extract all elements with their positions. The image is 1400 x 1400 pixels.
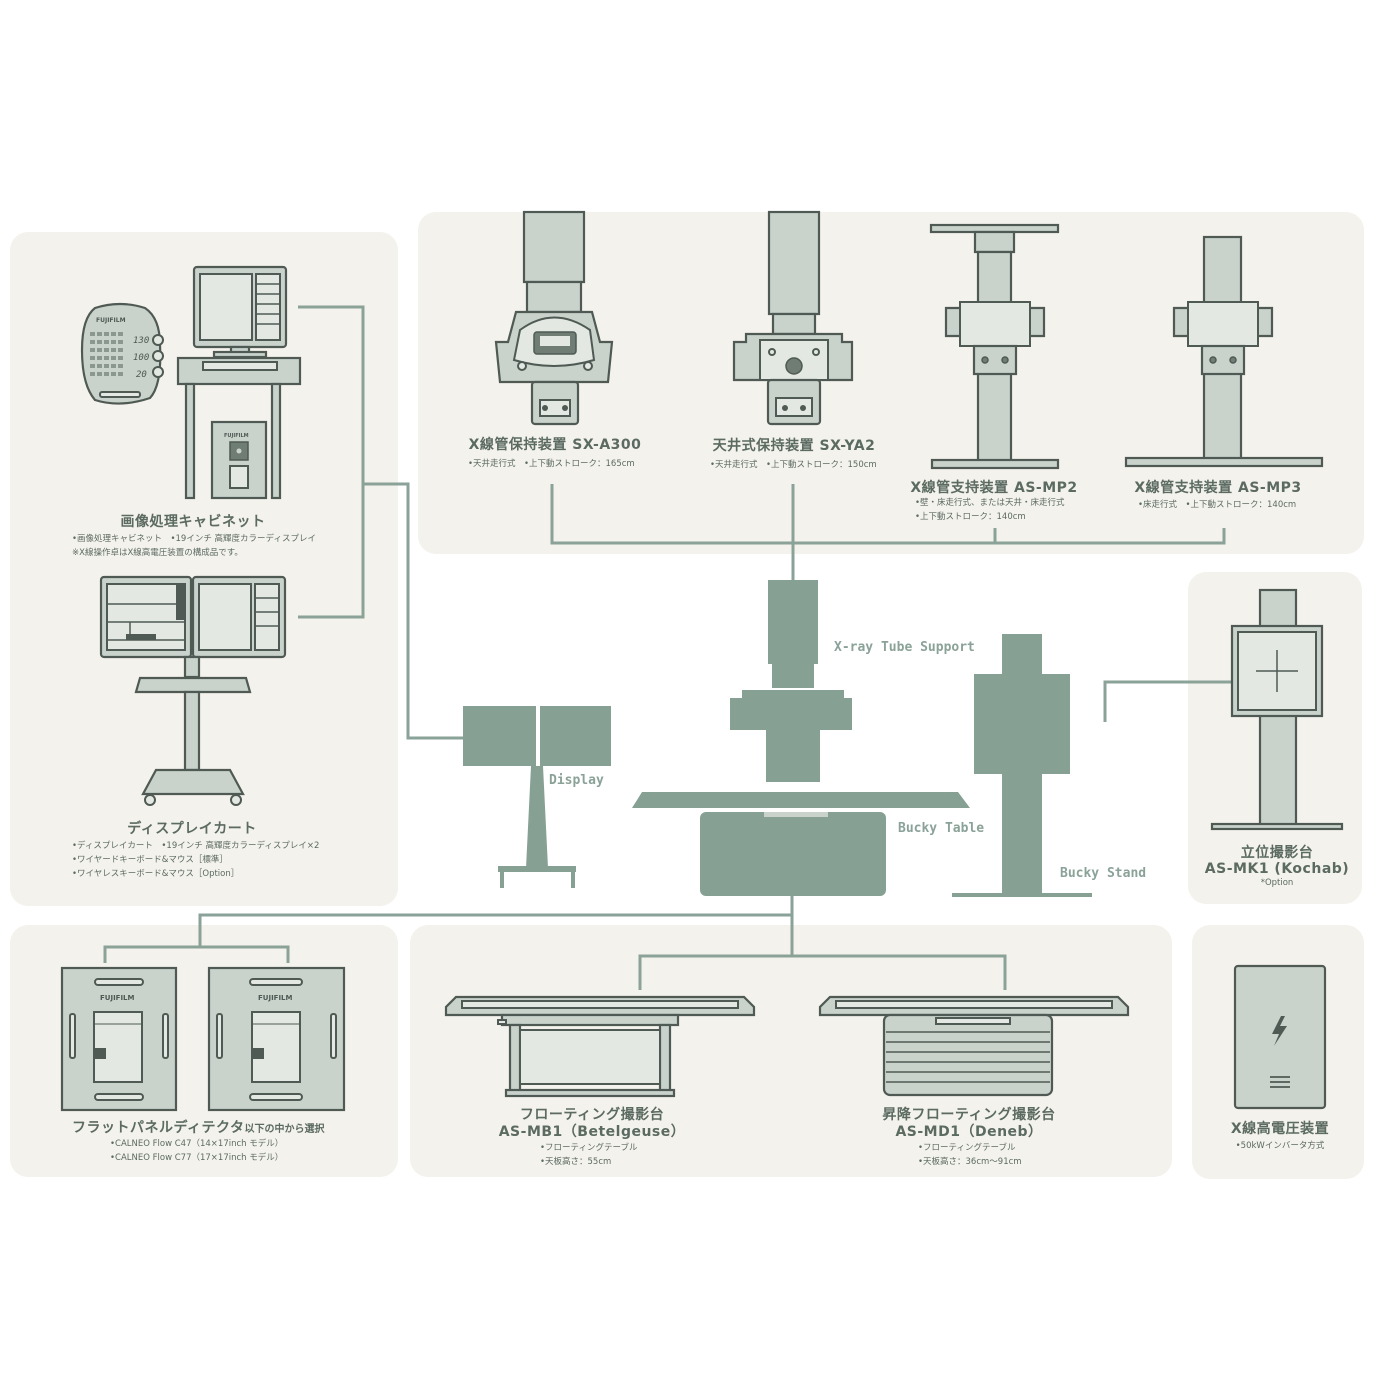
as-mp2-icon: [929, 223, 1060, 470]
console-readout-2: 100: [133, 353, 149, 363]
as-mp3-spec: •床走行式 •上下動ストローク：140cm: [1138, 500, 1297, 510]
display-cart-spec: •ワイヤードキーボード&マウス［標準］: [72, 855, 228, 865]
table-mb1-spec: •天板高さ：55cm: [540, 1157, 612, 1167]
upright-stand-icon: [1210, 588, 1344, 831]
lightning-icon: [1272, 1016, 1287, 1046]
display-cart-title: ディスプレイカート: [127, 821, 257, 837]
table-md1-spec: •フローティングテーブル: [918, 1143, 1016, 1153]
sx-a300-title: X線管保持装置 SX-A300: [468, 437, 642, 453]
cabinet-specs: •画像処理キャビネット •19インチ 高輝度カラーディスプレイ ※X線操作卓はX…: [72, 532, 316, 560]
table-mb1-specs: •フローティングテーブル •天板高さ：55cm: [540, 1141, 638, 1169]
cabinet-spec: •画像処理キャビネット •19インチ 高輝度カラーディスプレイ: [72, 534, 316, 544]
table-mb1-title: フローティング撮影台: [519, 1107, 665, 1123]
table-md1-title: 昇降フローティング撮影台: [882, 1107, 1056, 1123]
display-cart-icon: [99, 575, 287, 806]
display-label: Display: [549, 773, 604, 788]
display-stand-icon: [463, 706, 611, 888]
detector-specs: •CALNEO Flow C47（14×17inch モデル） •CALNEO …: [110, 1137, 283, 1165]
display-cart-specs: •ディスプレイカート •19インチ 高輝度カラーディスプレイ×2 •ワイヤードキ…: [72, 839, 319, 881]
as-mp3-icon: [1124, 235, 1324, 468]
as-mp2-title: X線管支持装置 AS-MP2: [910, 480, 1078, 496]
console-brand: FUJIFILM: [96, 317, 126, 324]
detector-c47-icon: FUJIFILM: [60, 966, 178, 1112]
detector-title-main: フラットパネルディテクタ: [72, 1120, 245, 1136]
detector-spec: •CALNEO Flow C77（17×17inch モデル）: [110, 1153, 284, 1163]
cabinet-spec: ※X線操作卓はX線高電圧装置の構成品です。: [72, 548, 243, 558]
bucky-stand-icon: [952, 634, 1092, 897]
sx-a300-icon: [494, 210, 614, 426]
table-md1-model: AS-MD1（Deneb）: [895, 1124, 1043, 1140]
detector-spec: •CALNEO Flow C47（14×17inch モデル）: [110, 1139, 284, 1149]
connector-lines: [103, 305, 1232, 990]
bucky-table-label: Bucky Table: [898, 821, 985, 836]
operation-console-icon: FUJIFILM 130 100 20: [80, 302, 164, 405]
display-cart-spec: •ワイヤレスキーボード&マウス［Option］: [72, 869, 240, 879]
display-cart-spec: •ディスプレイカート •19インチ 高輝度カラーディスプレイ×2: [72, 841, 320, 851]
as-mp2-spec: •上下動ストローク：140cm: [915, 512, 1026, 522]
console-readout-1: 130: [133, 336, 149, 346]
generator-spec: •50kWインバータ方式: [1235, 1141, 1325, 1151]
as-mp3-title: X線管支持装置 AS-MP3: [1134, 480, 1302, 496]
detector-brand: FUJIFILM: [100, 994, 135, 1002]
detector-title-suffix: 以下の中から選択: [244, 1124, 325, 1135]
table-mb1-model: AS-MB1（Betelgeuse）: [498, 1124, 686, 1140]
upright-stand-title: 立位撮影台: [1240, 845, 1314, 861]
table-mb1-spec: •フローティングテーブル: [540, 1143, 638, 1153]
tube-support-icon: [730, 580, 852, 782]
table-md1-icon: [818, 995, 1130, 1097]
tube-support-label: X-ray Tube Support: [834, 640, 975, 655]
bucky-table-icon: [632, 792, 970, 896]
table-mb1-icon: [444, 995, 756, 1098]
generator-icon: [1233, 964, 1327, 1110]
as-mp2-spec: •壁・床走行式、または天井・床走行式: [915, 498, 1065, 508]
sx-ya2-spec: •天井走行式 •上下動ストローク：150cm: [710, 460, 877, 470]
console-readout-3: 20: [136, 370, 147, 380]
table-md1-specs: •フローティングテーブル •天板高さ：36cm～91cm: [918, 1141, 1022, 1169]
detector-title: フラットパネルディテクタ以下の中から選択: [72, 1117, 324, 1137]
as-mp2-specs: •壁・床走行式、または天井・床走行式 •上下動ストローク：140cm: [915, 496, 1065, 524]
generator-title: X線高電圧装置: [1230, 1121, 1330, 1137]
sx-ya2-title: 天井式保持装置 SX-YA2: [712, 438, 876, 454]
upright-stand-model: AS-MK1 (Kochab): [1204, 861, 1350, 877]
cabinet-title: 画像処理キャビネット: [120, 514, 266, 530]
table-md1-spec: •天板高さ：36cm～91cm: [918, 1157, 1022, 1167]
bucky-stand-label: Bucky Stand: [1060, 866, 1147, 881]
cabinet-brand: FUJIFILM: [224, 433, 249, 439]
sx-a300-spec: •天井走行式 •上下動ストローク：165cm: [468, 459, 635, 469]
detector-brand-2: FUJIFILM: [258, 994, 293, 1002]
upright-stand-note: *Option: [1260, 878, 1294, 888]
image-processing-cabinet-icon: FUJIFILM: [176, 265, 302, 500]
sx-ya2-icon: [732, 210, 854, 426]
detector-c77-icon: FUJIFILM: [207, 966, 346, 1112]
